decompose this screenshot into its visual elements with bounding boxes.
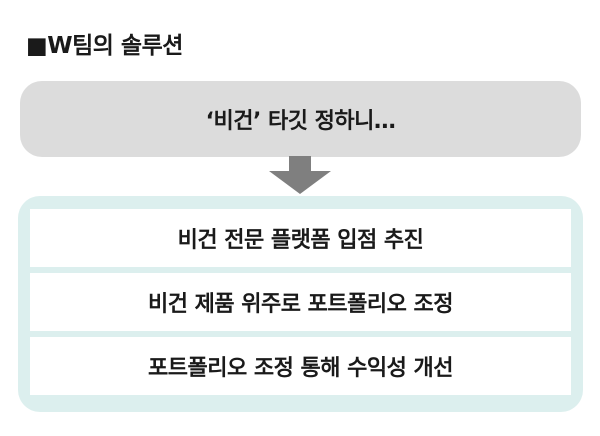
solution-step-text: 비건 제품 위주로 포트폴리오 조정 — [148, 292, 454, 317]
solution-step-text: 비건 전문 플랫폼 입점 추진 — [177, 228, 424, 253]
solution-box: 비건 전문 플랫폼 입점 추진 비건 제품 위주로 포트폴리오 조정 포트폴리오… — [18, 196, 583, 412]
premise-text: ‘비건’ 타깃 정하니… — [205, 109, 396, 134]
solution-step: 포트폴리오 조정 통해 수익성 개선 — [30, 337, 571, 395]
solution-step-list: 비건 전문 플랫폼 입점 추진 비건 제품 위주로 포트폴리오 조정 포트폴리오… — [30, 209, 571, 395]
solution-step: 비건 전문 플랫폼 입점 추진 — [30, 209, 571, 267]
arrow-down-head — [269, 171, 331, 194]
arrow-down-shaft — [289, 156, 311, 172]
premise-box: ‘비건’ 타깃 정하니… — [20, 81, 581, 157]
arrow-down-icon — [269, 156, 331, 194]
solution-step-text: 포트폴리오 조정 통해 수익성 개선 — [148, 356, 454, 381]
solution-step: 비건 제품 위주로 포트폴리오 조정 — [30, 273, 571, 331]
page-title: ■W팀의 솔루션 — [26, 33, 183, 59]
